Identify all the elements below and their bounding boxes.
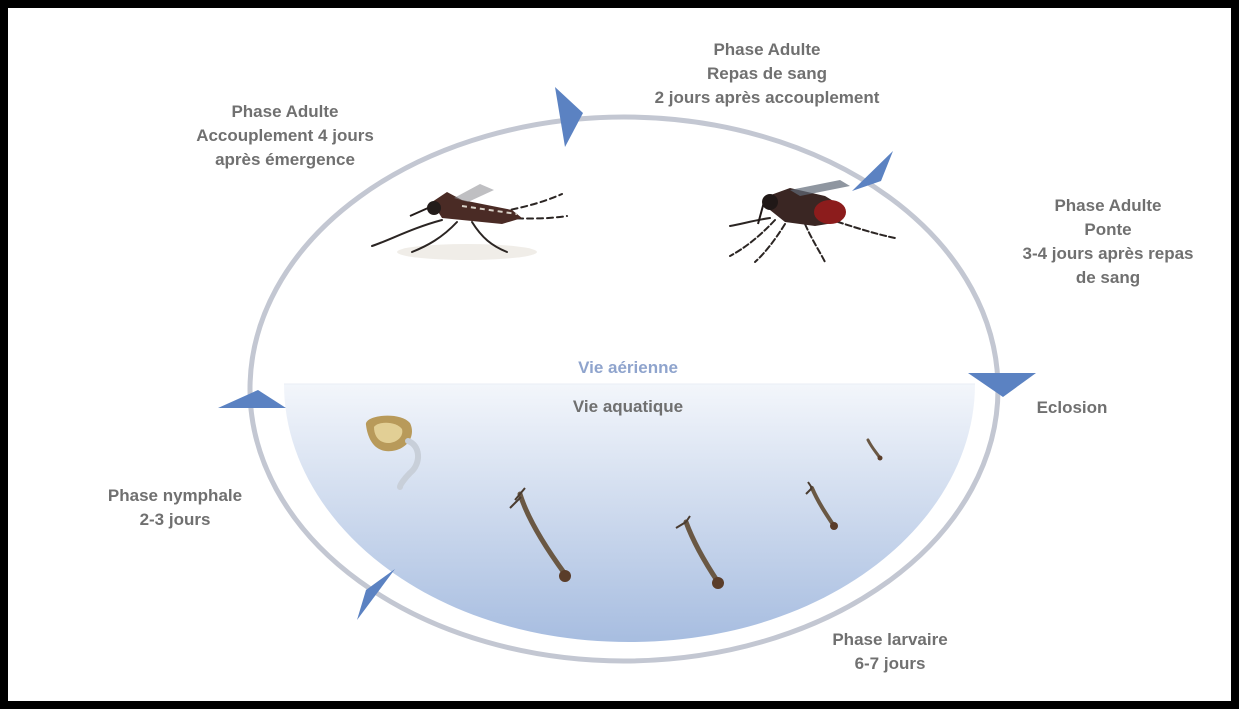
stage-title: Phase nymphale	[80, 484, 270, 508]
stage-detail: Accouplement 4 jours	[150, 124, 420, 148]
arrow-icon	[968, 373, 1036, 397]
stage-detail: 2 jours après accouplement	[612, 86, 922, 110]
mosquito-icon	[372, 184, 567, 260]
stage-title: Phase Adulte	[612, 38, 922, 62]
stage-label-pupal: Phase nymphale 2-3 jours	[80, 484, 270, 532]
stage-detail: de sang	[990, 266, 1226, 290]
stage-label-adult-laying: Phase Adulte Ponte 3-4 jours après repas…	[990, 194, 1226, 290]
stage-detail: 6-7 jours	[800, 652, 980, 676]
stage-title: Phase Adulte	[150, 100, 420, 124]
arrow-icon	[357, 569, 395, 620]
stage-label-adult-blood-meal: Phase Adulte Repas de sang 2 jours après…	[612, 38, 922, 110]
stage-detail: 2-3 jours	[80, 508, 270, 532]
stage-label-larval: Phase larvaire 6-7 jours	[800, 628, 980, 676]
arrow-icon	[555, 87, 583, 147]
zone-label-air: Vie aérienne	[500, 358, 756, 378]
stage-title: Phase larvaire	[800, 628, 980, 652]
stage-label-adult-mating: Phase Adulte Accouplement 4 jours après …	[150, 100, 420, 172]
stage-detail: 3-4 jours après repas	[990, 242, 1226, 266]
stage-detail: Repas de sang	[612, 62, 922, 86]
stage-label-hatching: Eclosion	[1012, 396, 1132, 420]
stage-detail: après émergence	[150, 148, 420, 172]
zone-label-water: Vie aquatique	[500, 397, 756, 417]
mosquito-icon	[730, 180, 895, 262]
arrow-icon	[218, 390, 286, 408]
stage-title: Eclosion	[1012, 396, 1132, 420]
stage-title: Phase Adulte	[990, 194, 1226, 218]
stage-detail: Ponte	[990, 218, 1226, 242]
